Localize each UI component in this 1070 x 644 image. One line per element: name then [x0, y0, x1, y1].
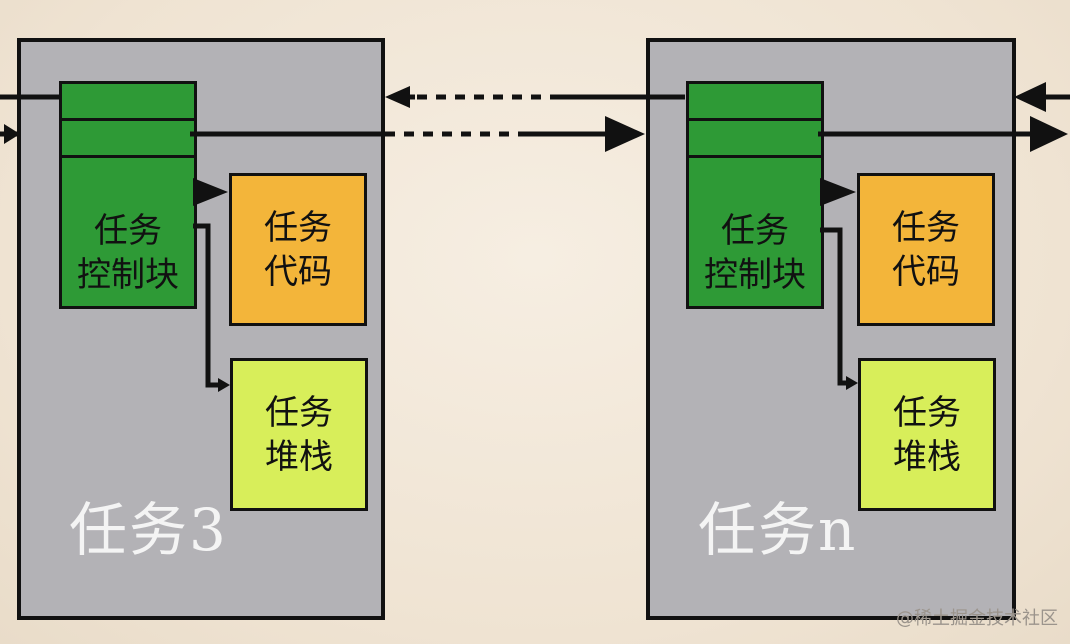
arrowhead-forward-taskn: [605, 116, 645, 152]
task-3-title: 任务3: [69, 496, 228, 564]
arrowhead-forward-right: [1030, 116, 1068, 152]
arrowhead-code-taskn: [820, 178, 856, 206]
task-3-control-block: 任务 控制块: [59, 81, 197, 309]
arrowhead-back-right: [1014, 82, 1046, 112]
task-n-control-block-label: 任务 控制块: [704, 211, 806, 295]
task-n-title: 任务n: [698, 496, 858, 564]
arrowhead-back-task3: [385, 86, 410, 108]
tcb-to-stack-taskn: [820, 227, 850, 386]
watermark: @稀土掘金技术社区: [896, 608, 1058, 629]
task-3-control-block-label: 任务 控制块: [77, 211, 179, 295]
tcb-to-stack-task3: [193, 223, 222, 388]
arrowhead-code-task3: [193, 178, 228, 206]
task-n-stack-box: 任务 堆栈: [858, 358, 996, 511]
task-n-code-box: 任务 代码: [857, 173, 995, 326]
task-3-stack-box: 任务 堆栈: [230, 358, 368, 511]
task-3-code-box: 任务 代码: [229, 173, 367, 326]
